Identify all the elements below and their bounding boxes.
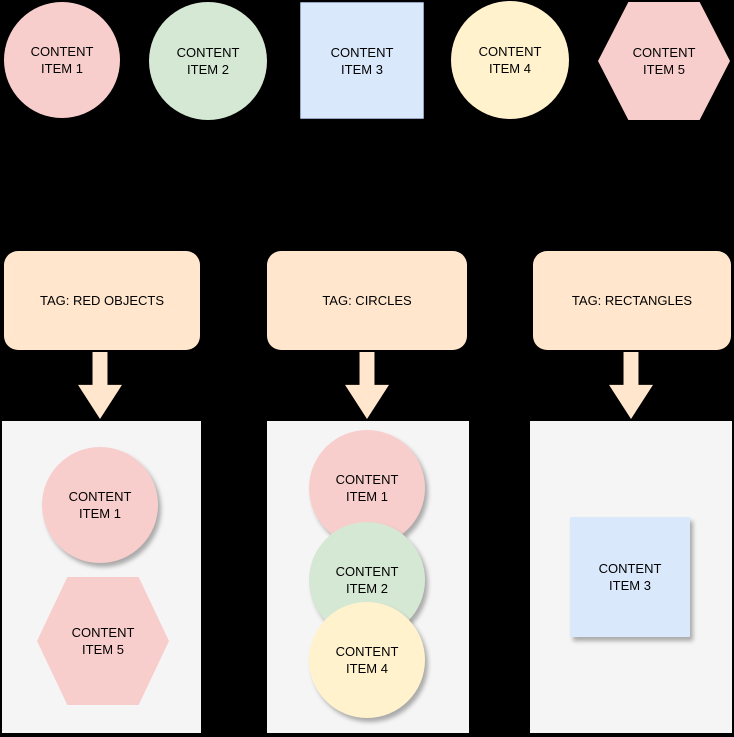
content-item-2-circle: CONTENT ITEM 2 (149, 2, 267, 120)
bucket-red-objects: CONTENT ITEM 1 CONTENT ITEM 5 (2, 421, 201, 733)
tag-rectangles: TAG: RECTANGLES (533, 251, 731, 350)
bucket-rectangles-content-item-3: CONTENT ITEM 3 (570, 517, 690, 637)
content-item-1-label-line2: ITEM 1 (41, 61, 83, 76)
content-item-4-circle: CONTENT ITEM 4 (451, 1, 569, 119)
content-item-5-label-line1: CONTENT (632, 45, 696, 60)
label-line: CONTENT (68, 489, 132, 504)
tag-circles: TAG: CIRCLES (267, 251, 467, 350)
content-item-1-circle: CONTENT ITEM 1 (4, 2, 120, 118)
content-item-4-label-line1: CONTENT (478, 44, 542, 59)
label-line: ITEM 1 (79, 506, 121, 521)
down-arrow-icon-red-objects (78, 352, 122, 419)
label-line: CONTENT (335, 644, 399, 659)
label-line: ITEM 4 (346, 661, 388, 676)
tag-red-objects-label: TAG: RED OBJECTS (40, 293, 164, 308)
label-line: ITEM 1 (346, 489, 388, 504)
tag-circles-label: TAG: CIRCLES (322, 293, 412, 308)
tag-rectangles-label: TAG: RECTANGLES (571, 293, 693, 308)
label-line: ITEM 3 (609, 578, 651, 593)
bucket-circles-content-item-4: CONTENT ITEM 4 (309, 602, 425, 718)
down-arrow-icon-circles (345, 352, 389, 419)
content-item-2-label-line1: CONTENT (176, 45, 240, 60)
content-item-3-label-line2: ITEM 3 (341, 61, 383, 77)
content-item-3-label-line1: CONTENT (330, 44, 394, 60)
down-arrow-icon-rectangles (609, 352, 653, 419)
content-item-3-square: CONTENT ITEM 3 (300, 2, 424, 119)
label-line: CONTENT (335, 472, 399, 487)
content-item-4-label-line2: ITEM 4 (489, 61, 531, 76)
content-item-5-hexagon: CONTENT ITEM 5 (598, 2, 730, 120)
label-line: ITEM 2 (346, 581, 388, 596)
label-line: ITEM 5 (82, 642, 124, 657)
label-line: CONTENT (335, 564, 399, 579)
tag-red-objects: TAG: RED OBJECTS (4, 251, 200, 350)
bucket-red-objects-content-item-5: CONTENT ITEM 5 (37, 577, 169, 705)
bucket-red-objects-content-item-1: CONTENT ITEM 1 (42, 447, 158, 563)
label-line: CONTENT (598, 561, 662, 576)
bucket-circles: CONTENT ITEM 1 CONTENT ITEM 2 CONTENT IT… (267, 421, 469, 733)
bucket-rectangles: CONTENT ITEM 3 (530, 421, 732, 733)
label-line: CONTENT (71, 625, 135, 640)
content-item-2-label-line2: ITEM 2 (187, 62, 229, 77)
content-item-1-label-line1: CONTENT (30, 44, 94, 59)
content-item-5-label-line2: ITEM 5 (643, 62, 685, 77)
